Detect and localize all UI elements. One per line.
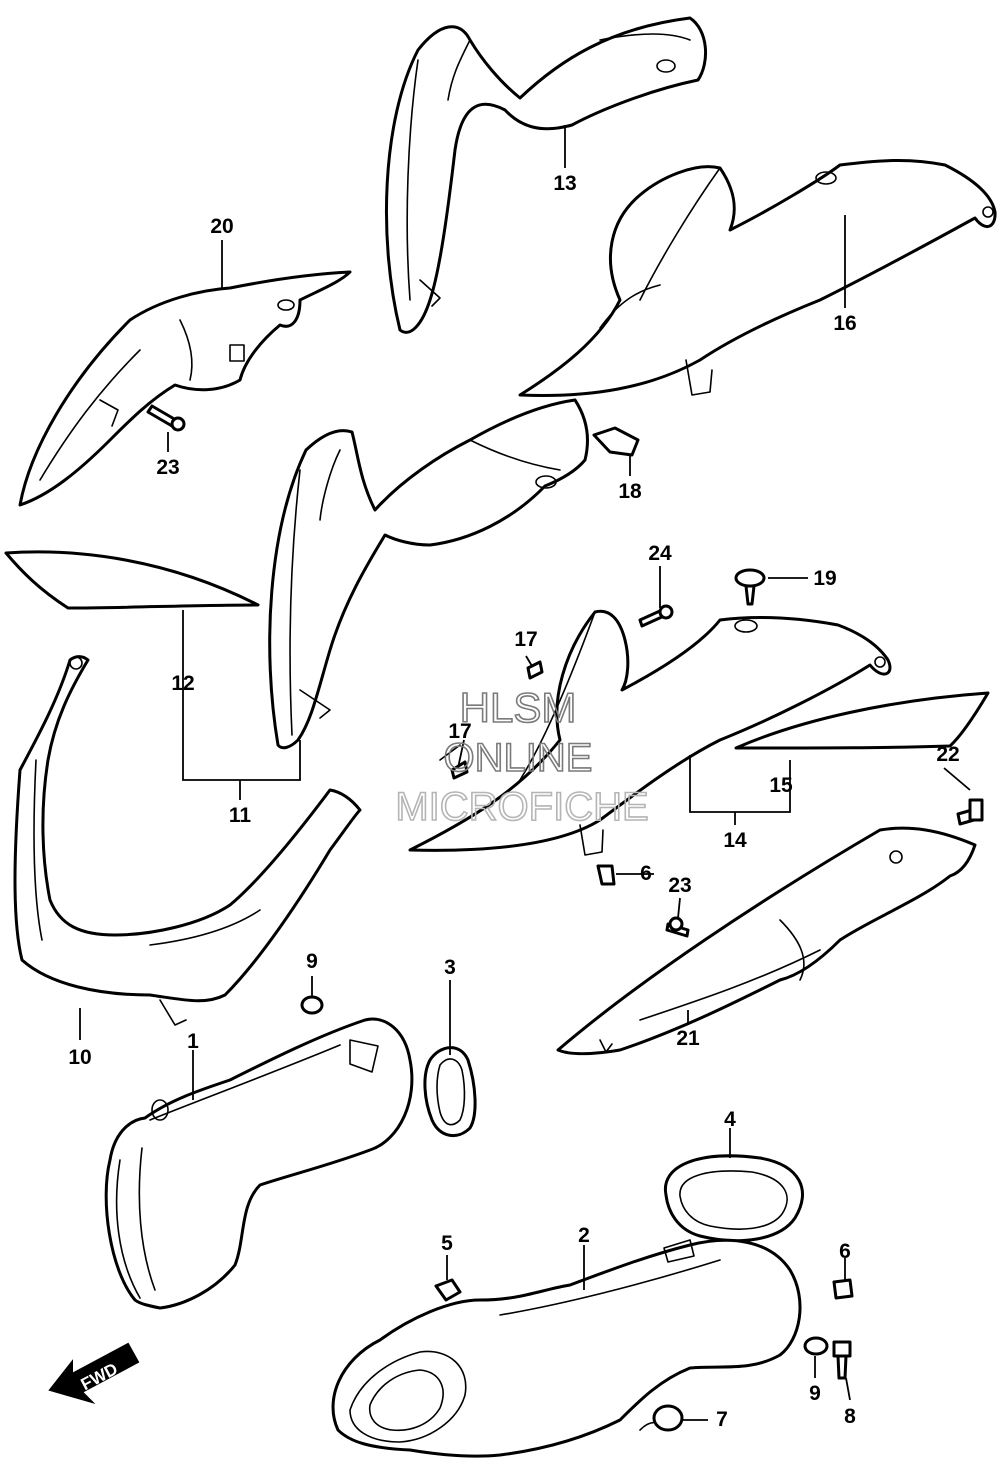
callout-19: 19	[813, 567, 836, 590]
callout-8: 8	[844, 1405, 856, 1428]
callout-1: 1	[187, 1030, 199, 1053]
part-22-bolt[interactable]	[956, 798, 984, 826]
watermark-line-2: ONLINE	[444, 736, 593, 780]
callout-6-lower: 6	[839, 1240, 851, 1263]
callout-10: 10	[68, 1046, 91, 1069]
part-24-screw[interactable]	[638, 604, 674, 628]
part-9-grommet-lower[interactable]	[803, 1336, 829, 1356]
part-10-front-cowl[interactable]	[13, 655, 362, 1026]
part-8-bolt[interactable]	[832, 1340, 852, 1380]
callout-17-lower: 17	[448, 720, 471, 743]
leader-14-15	[689, 755, 791, 813]
callout-6-middle: 6	[640, 862, 652, 885]
part-5-clip[interactable]	[434, 1278, 462, 1302]
part-14-lower-cowling[interactable]	[408, 609, 892, 856]
callout-9-upper: 9	[306, 950, 318, 973]
callout-23-upper: 23	[156, 456, 179, 479]
callout-9-lower: 9	[809, 1382, 821, 1405]
callout-5: 5	[441, 1232, 453, 1255]
fwd-arrow: FWD	[48, 1342, 140, 1405]
part-16-lower-cowling[interactable]	[518, 158, 997, 397]
part-23-screw-middle[interactable]	[665, 916, 690, 938]
callout-4: 4	[724, 1108, 736, 1131]
callout-labels: 13 16 20 23 18 24 19 17 17 12 11 22 15 1…	[68, 172, 959, 1431]
watermark: HLSM ONLINE MICROFICHE	[395, 683, 650, 830]
part-17-pad-lower[interactable]	[450, 760, 469, 780]
callout-16: 16	[833, 312, 856, 335]
part-2-intake-duct-right[interactable]	[331, 1238, 802, 1458]
part-19-rivet[interactable]	[734, 568, 766, 606]
watermark-line-3: MICROFICHE	[395, 785, 648, 829]
part-4-gasket[interactable]	[663, 1154, 804, 1243]
callout-22: 22	[936, 743, 959, 766]
callout-11: 11	[229, 804, 252, 827]
callout-7: 7	[716, 1408, 728, 1431]
leader-lines	[79, 125, 971, 1421]
callout-2: 2	[578, 1224, 590, 1247]
leader-12-11	[182, 610, 301, 781]
part-18-pad[interactable]	[592, 426, 640, 457]
fwd-arrow-icon	[48, 1342, 140, 1405]
callout-12: 12	[171, 672, 194, 695]
callout-23-middle: 23	[668, 874, 691, 897]
callout-14: 14	[723, 829, 747, 852]
part-9-grommet-upper[interactable]	[300, 995, 324, 1015]
watermark-line-1: HLSM	[460, 684, 577, 731]
callout-17-upper: 17	[514, 628, 537, 651]
callout-18: 18	[618, 480, 642, 503]
callout-13: 13	[553, 172, 576, 195]
part-7-cap[interactable]	[652, 1404, 684, 1432]
callout-21: 21	[676, 1027, 700, 1050]
part-13-upper-cowling[interactable]	[384, 16, 708, 334]
part-21-under-cowl[interactable]	[556, 826, 977, 1056]
part-23-screw-upper[interactable]	[146, 404, 186, 432]
callout-3: 3	[444, 956, 456, 979]
part-11-mid-cowling[interactable]	[268, 398, 590, 750]
callout-15: 15	[769, 774, 793, 797]
part-12-emblem[interactable]	[4, 550, 260, 610]
part-6-nut-lower[interactable]	[832, 1278, 854, 1300]
callout-24: 24	[648, 542, 672, 565]
callout-20: 20	[210, 215, 233, 238]
part-17-pad-upper[interactable]	[526, 660, 544, 680]
part-3-seal[interactable]	[423, 1046, 477, 1137]
part-1-intake-duct-left[interactable]	[104, 1017, 414, 1310]
part-15-emblem[interactable]	[734, 691, 990, 750]
part-20-inner-panel[interactable]	[18, 270, 352, 507]
part-6-nut-middle[interactable]	[596, 864, 616, 886]
